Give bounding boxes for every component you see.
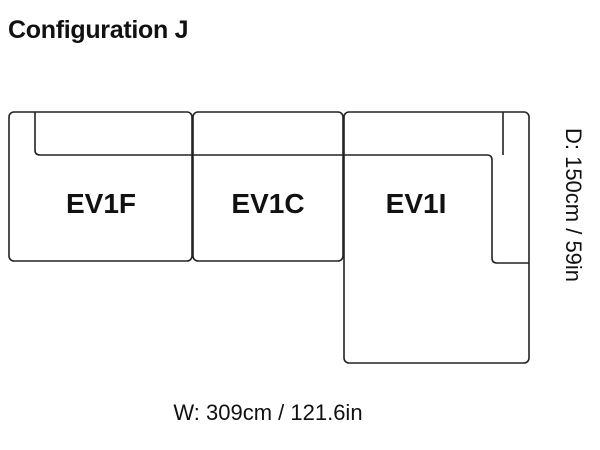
module-label-ev1f: EV1F <box>66 188 136 219</box>
module-ev1f-outline <box>8 111 193 262</box>
module-ev1i-backrest-armrest <box>344 154 529 264</box>
width-dimension: W: 309cm / 121.6in <box>173 400 362 425</box>
module-ev1i: EV1I <box>343 111 530 364</box>
configuration-title: Configuration J <box>8 16 189 44</box>
module-ev1f-backrest <box>34 112 192 156</box>
module-label-ev1i: EV1I <box>386 188 447 219</box>
module-label-ev1c: EV1C <box>231 188 304 219</box>
module-ev1c: EV1C <box>192 111 344 262</box>
depth-dimension: D: 150cm / 59in <box>561 128 586 282</box>
module-ev1i-outline <box>343 111 530 364</box>
module-ev1f: EV1F <box>8 111 193 262</box>
module-ev1c-outline <box>192 111 344 262</box>
